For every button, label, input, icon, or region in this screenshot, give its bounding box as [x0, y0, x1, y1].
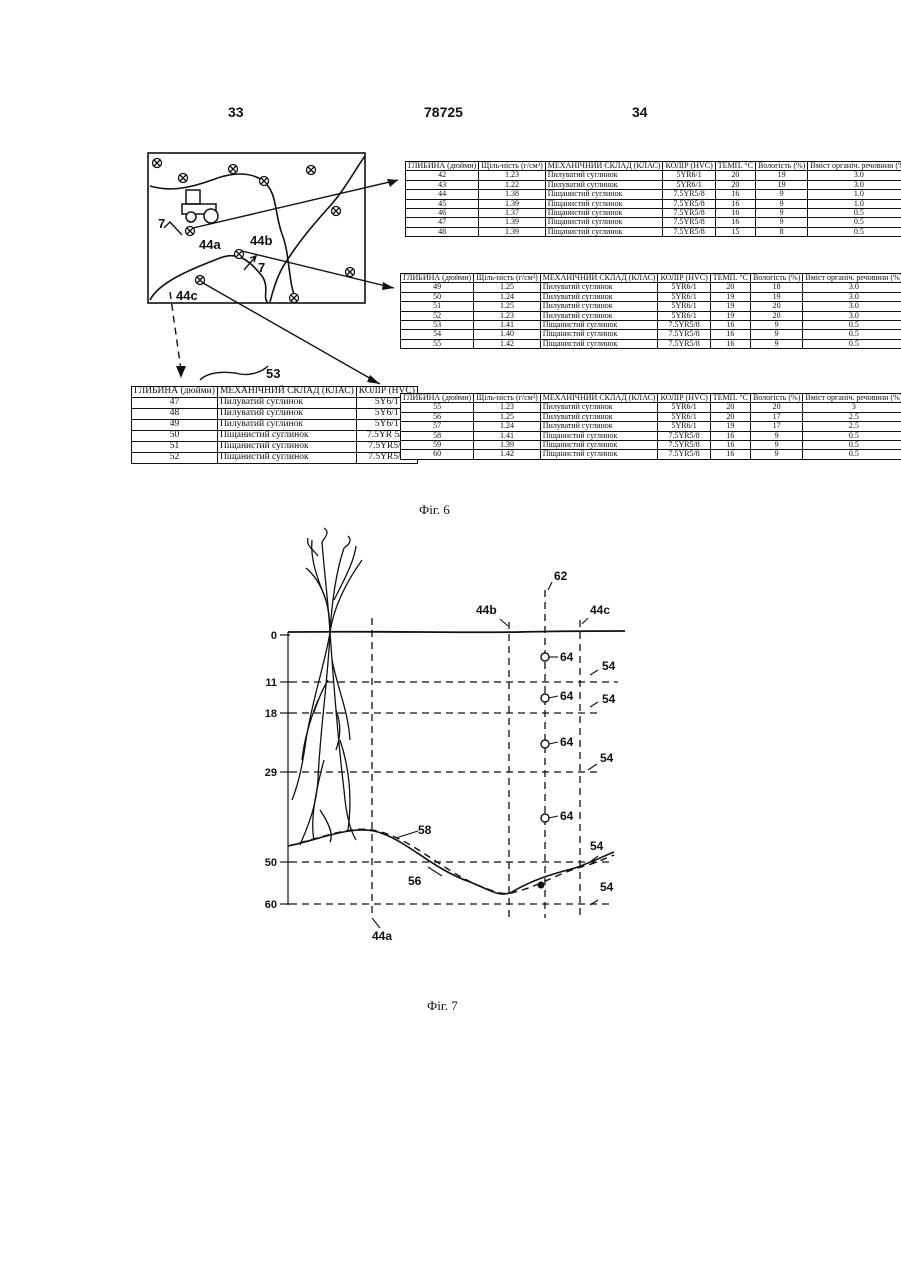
sensor-icon: [541, 740, 549, 748]
sensor-icon: [541, 653, 549, 661]
label-58: 58: [418, 823, 432, 837]
label-64: 64: [560, 689, 574, 703]
label-54: 54: [600, 880, 614, 894]
depth-label: 18: [265, 708, 277, 720]
label-54: 54: [590, 839, 604, 853]
label-54: 54: [602, 692, 616, 706]
plant-icon: [292, 528, 362, 845]
sensor-icon: [541, 694, 549, 702]
label-62: 62: [554, 569, 568, 583]
label-44c: 44c: [590, 603, 610, 617]
label-56: 56: [408, 874, 422, 888]
label-54: 54: [600, 751, 614, 765]
sensor-icon: [541, 814, 549, 822]
ground-surface-line: [288, 631, 625, 632]
depth-label: 11: [265, 677, 277, 689]
label-64: 64: [560, 809, 574, 823]
label-54: 54: [602, 659, 616, 673]
intersection-point: [538, 882, 545, 889]
depth-label: 29: [265, 767, 277, 779]
depth-label: 60: [265, 899, 277, 911]
label-64: 64: [560, 650, 574, 664]
label-64: 64: [560, 735, 574, 749]
fig7-caption: Фіг. 7: [427, 998, 458, 1014]
depth-label: 0: [271, 630, 277, 642]
depth-label: 50: [265, 857, 277, 869]
label-44b: 44b: [476, 603, 497, 617]
label-44a: 44a: [372, 929, 392, 943]
